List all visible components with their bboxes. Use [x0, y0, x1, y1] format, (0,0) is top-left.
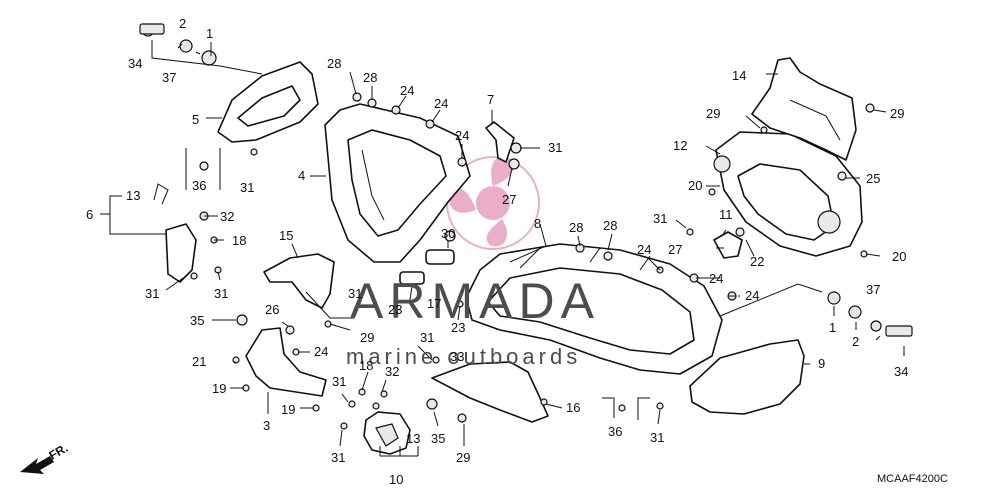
callout-label: 29	[706, 106, 720, 121]
callout-label: 29	[456, 450, 470, 465]
watermark-logo	[446, 156, 540, 250]
callout-label: 31	[420, 330, 434, 345]
callout-label: 5	[192, 112, 199, 127]
callout-label: 28	[363, 70, 377, 85]
callout-label: 20	[892, 249, 906, 264]
leader-lines	[100, 40, 905, 457]
callout-label: 4	[298, 168, 305, 183]
callout-label: 34	[128, 56, 142, 71]
diagram-code: MCAAF4200C	[877, 473, 948, 485]
callout-label: 21	[192, 354, 206, 369]
callout-label: 12	[673, 138, 687, 153]
part-17-insert	[399, 271, 425, 285]
part-11-clip	[713, 231, 743, 259]
part-3-lower-arm	[245, 327, 327, 397]
callout-label: 28	[327, 56, 341, 71]
callout-label: 2	[852, 334, 859, 349]
callout-label: 2	[179, 16, 186, 31]
callout-label: 35	[431, 431, 445, 446]
callout-label: 27	[502, 192, 516, 207]
fasteners	[139, 23, 913, 430]
callout-label: 32	[385, 364, 399, 379]
callout-label: 24	[745, 288, 759, 303]
callout-label: 9	[818, 356, 825, 371]
callout-label: 23	[388, 302, 402, 317]
callout-label: 31	[548, 140, 562, 155]
front-direction-icon: FR.	[20, 441, 70, 474]
callout-label: 20	[688, 178, 702, 193]
part-9-lower-panel	[689, 339, 805, 415]
callout-label: 7	[487, 92, 494, 107]
callout-label: 31	[331, 450, 345, 465]
part-23-grommet	[425, 249, 455, 265]
callout-label: 1	[829, 320, 836, 335]
callout-label: 16	[566, 400, 580, 415]
callout-label: 24	[400, 83, 414, 98]
callout-label: 34	[894, 364, 908, 379]
callout-label: 31	[332, 374, 346, 389]
callout-label: 15	[279, 228, 293, 243]
callout-label: 31	[214, 286, 228, 301]
part-14-upper-bracket	[751, 57, 857, 161]
callout-label: 28	[569, 220, 583, 235]
callout-label: 24	[709, 271, 723, 286]
callout-label: 37	[866, 282, 880, 297]
callout-label: 1	[206, 26, 213, 41]
callout-label: 26	[265, 302, 279, 317]
callout-label: 17	[427, 296, 441, 311]
callout-label: 31	[650, 430, 664, 445]
callout-label: 8	[534, 216, 541, 231]
watermark-brand: ARMADA	[350, 273, 600, 329]
part-12-front-cover	[713, 131, 863, 257]
callout-label: 19	[212, 381, 226, 396]
part-5-cover	[217, 61, 319, 143]
callout-label: 3	[263, 418, 270, 433]
callout-label: 36	[608, 424, 622, 439]
callout-label: 25	[866, 171, 880, 186]
callout-label: 23	[451, 320, 465, 335]
callout-label: 18	[232, 233, 246, 248]
part-16-lower-panel	[431, 361, 549, 423]
watermark-tagline: marine outboards	[346, 344, 581, 369]
callout-label: 32	[220, 209, 234, 224]
callout-label: 35	[190, 313, 204, 328]
callout-labels: 34 2 37 1 5 36 31 28 28 24 24 24 7 31 27…	[86, 16, 908, 487]
callout-label: 30	[441, 226, 455, 241]
callout-label: 36	[192, 178, 206, 193]
callout-label: 19	[281, 402, 295, 417]
part-10-small-cover	[363, 411, 411, 455]
callout-label: 31	[240, 180, 254, 195]
callout-label: 14	[732, 68, 746, 83]
callout-label: 28	[603, 218, 617, 233]
part-7-bracket	[485, 121, 515, 163]
part-15-bracket	[263, 253, 335, 309]
callout-label: 13	[126, 188, 140, 203]
callout-label: 37	[162, 70, 176, 85]
callout-label: 31	[653, 211, 667, 226]
callout-label: 13	[406, 431, 420, 446]
part-4-inner-frame	[324, 103, 471, 263]
callout-label: 6	[86, 207, 93, 222]
callout-label: 33	[450, 349, 464, 364]
callout-label: 10	[389, 472, 403, 487]
callout-label: 31	[145, 286, 159, 301]
callout-label: 27	[668, 242, 682, 257]
callout-label: 18	[359, 358, 373, 373]
callout-label: 22	[750, 254, 764, 269]
callout-label: 11	[719, 207, 733, 222]
callout-label: 31	[348, 286, 362, 301]
callout-label: 24	[455, 128, 469, 143]
callout-label: 24	[637, 242, 651, 257]
callout-label: 24	[434, 96, 448, 111]
callout-label: 29	[890, 106, 904, 121]
part-6-assembly	[153, 183, 197, 283]
part-8-lower-cowl	[465, 243, 723, 375]
callout-label: 29	[360, 330, 374, 345]
callout-label: 24	[314, 344, 328, 359]
